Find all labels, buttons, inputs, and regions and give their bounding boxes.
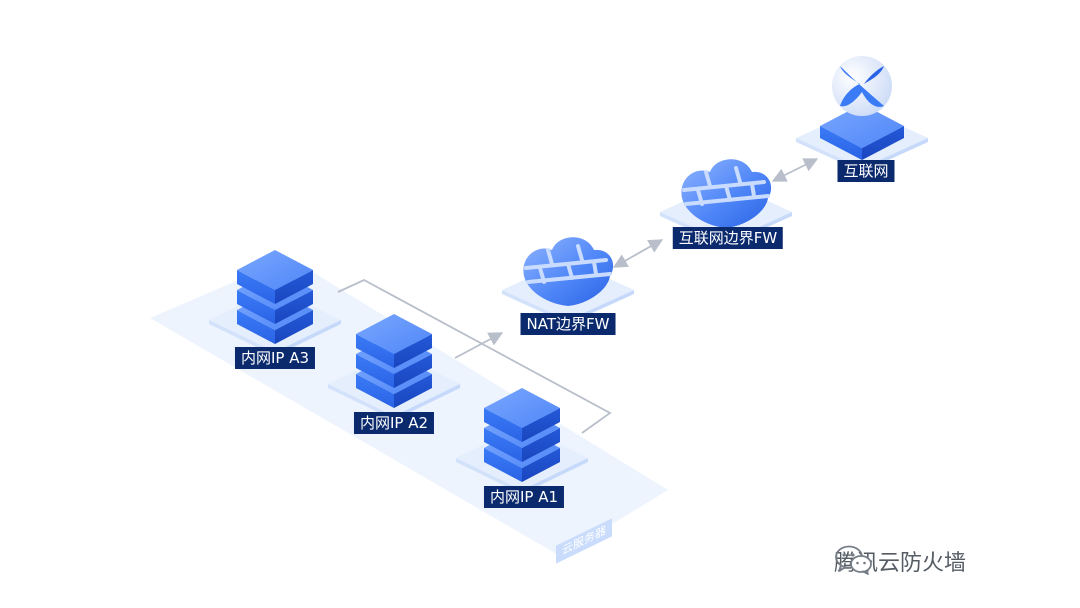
nat-firewall (502, 237, 634, 324)
server-a1-label: 内网IP A1 (483, 486, 565, 508)
firewall-icon (681, 159, 772, 228)
border-to-internet-connector (771, 158, 819, 182)
server-a3-label: 内网IP A3 (234, 347, 316, 369)
server-a2-label: 内网IP A2 (353, 412, 435, 434)
globe-icon (832, 56, 892, 116)
server-a3 (209, 250, 341, 356)
internet-node (796, 56, 928, 172)
uplink-arrow-to-nat (454, 332, 504, 359)
server-a2 (328, 314, 460, 420)
nat-firewall-label: NAT边界FW (520, 313, 616, 335)
border-firewall-label: 互联网边界FW (672, 227, 784, 249)
server-uplink-line (337, 278, 612, 434)
server-a1 (456, 388, 588, 494)
nat-to-border-connector (612, 239, 664, 268)
wechat-icon (835, 545, 872, 575)
internet-label: 互联网 (837, 160, 895, 182)
watermark: 腾讯云防火墙 (834, 544, 966, 578)
firewall-icon (523, 237, 614, 306)
